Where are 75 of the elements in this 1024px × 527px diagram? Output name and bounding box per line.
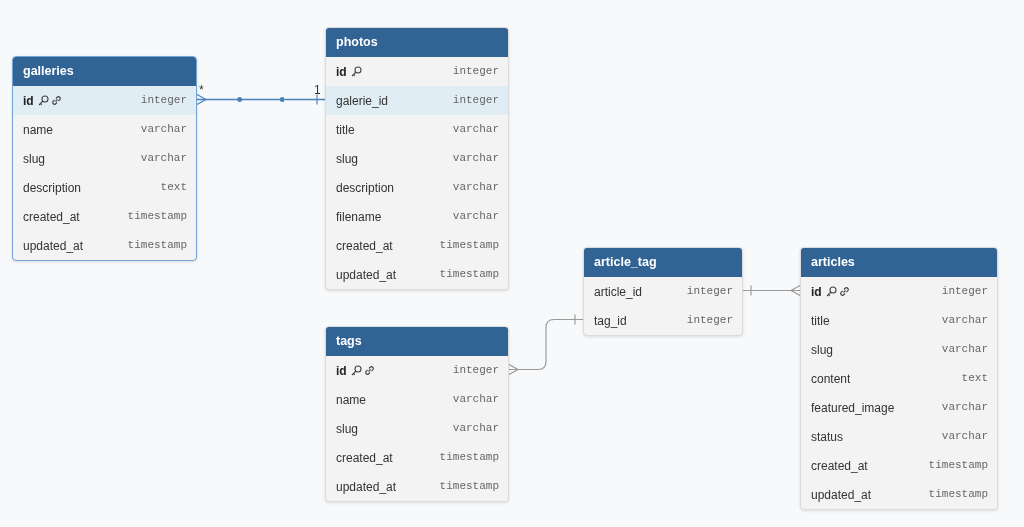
- column-type: integer: [941, 285, 988, 297]
- column-name: created_at: [811, 459, 868, 473]
- column-name: name: [336, 393, 367, 407]
- table-card: [800, 247, 998, 510]
- column-name: description: [23, 181, 82, 195]
- column-type: timestamp: [439, 480, 499, 492]
- table-card: [325, 326, 509, 502]
- column-name: slug: [336, 152, 358, 166]
- table-card: [583, 247, 743, 336]
- column-type: varchar: [452, 422, 499, 434]
- column-name: updated_at: [23, 239, 84, 253]
- column-type: integer: [140, 94, 187, 106]
- column-name: galerie_id: [336, 94, 389, 108]
- column-type: integer: [452, 94, 499, 106]
- table-name: tags: [336, 334, 362, 348]
- highlighted-row: [13, 86, 196, 115]
- column-type: varchar: [140, 123, 187, 135]
- highlighted-row: [326, 86, 508, 115]
- column-type: varchar: [941, 401, 988, 413]
- column-type: varchar: [452, 152, 499, 164]
- table-name: photos: [336, 35, 378, 49]
- column-type: varchar: [452, 123, 499, 135]
- table-name: article_tag: [594, 255, 657, 269]
- column-name: created_at: [336, 239, 393, 253]
- column-type: varchar: [941, 430, 988, 442]
- column-name: title: [336, 123, 355, 137]
- column-name: featured_image: [811, 401, 895, 415]
- cardinality-label: 1: [314, 83, 321, 97]
- column-type: text: [160, 181, 187, 193]
- column-name: id: [23, 94, 34, 108]
- table-card: [325, 27, 509, 290]
- column-name: slug: [811, 343, 833, 357]
- column-type: text: [961, 372, 988, 384]
- column-type: integer: [686, 285, 733, 297]
- column-name: id: [336, 364, 347, 378]
- column-name: id: [336, 65, 347, 79]
- column-type: varchar: [452, 210, 499, 222]
- column-name: status: [811, 430, 843, 444]
- table-name: galleries: [23, 64, 74, 78]
- column-type: varchar: [941, 343, 988, 355]
- column-type: varchar: [140, 152, 187, 164]
- column-type: timestamp: [127, 239, 187, 251]
- column-name: tag_id: [594, 314, 627, 328]
- column-name: id: [811, 285, 822, 299]
- column-name: created_at: [23, 210, 80, 224]
- column-name: updated_at: [336, 268, 397, 282]
- column-type: timestamp: [439, 268, 499, 280]
- column-name: name: [23, 123, 54, 137]
- column-type: timestamp: [127, 210, 187, 222]
- column-name: title: [811, 314, 830, 328]
- column-name: content: [811, 372, 851, 386]
- column-type: timestamp: [928, 488, 988, 500]
- column-name: slug: [336, 422, 358, 436]
- column-type: timestamp: [439, 239, 499, 251]
- column-name: created_at: [336, 451, 393, 465]
- column-name: filename: [336, 210, 382, 224]
- relationship-line: [196, 94, 326, 105]
- column-type: timestamp: [439, 451, 499, 463]
- column-type: integer: [452, 364, 499, 376]
- table-name: articles: [811, 255, 855, 269]
- column-name: updated_at: [811, 488, 872, 502]
- column-type: integer: [686, 314, 733, 326]
- column-name: slug: [23, 152, 45, 166]
- column-type: integer: [452, 65, 499, 77]
- column-name: article_id: [594, 285, 643, 299]
- relationship-line: [742, 284, 801, 297]
- cardinality-label: *: [199, 83, 204, 97]
- table-card: [12, 56, 197, 261]
- column-type: timestamp: [928, 459, 988, 471]
- column-name: updated_at: [336, 480, 397, 494]
- relationship-line: [508, 313, 584, 376]
- column-type: varchar: [941, 314, 988, 326]
- column-type: varchar: [452, 393, 499, 405]
- column-name: description: [336, 181, 395, 195]
- column-type: varchar: [452, 181, 499, 193]
